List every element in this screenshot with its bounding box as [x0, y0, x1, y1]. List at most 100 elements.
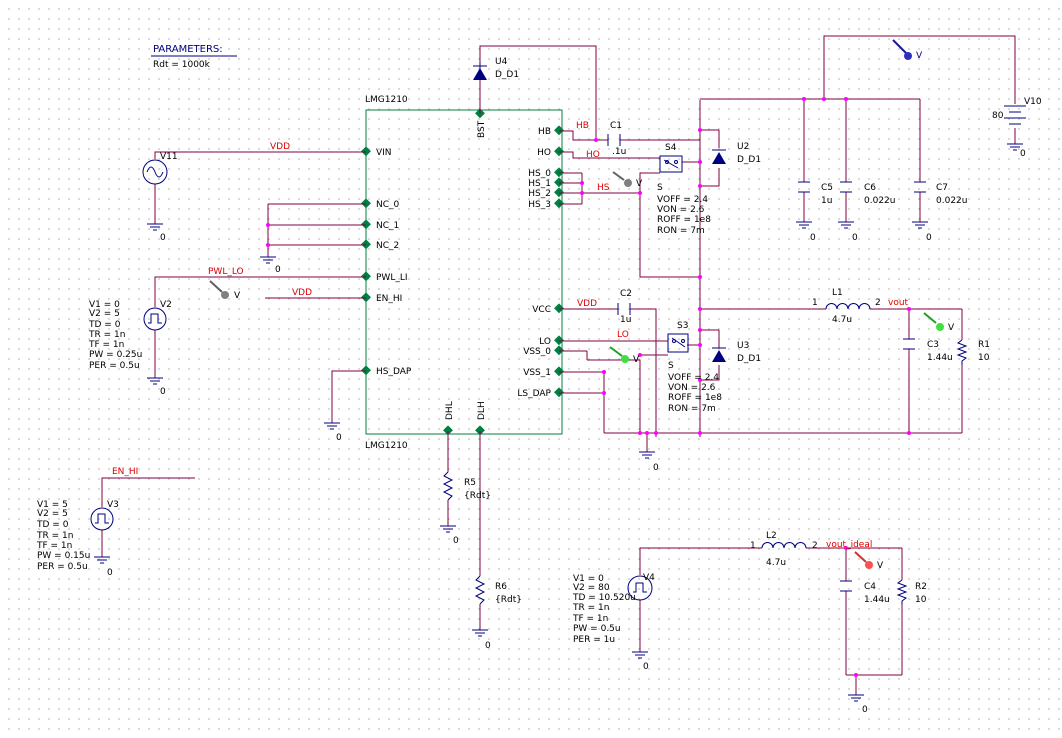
c6-val: 0.022u	[864, 196, 895, 206]
resistor-r5[interactable]: R5 {Rdt}	[442, 471, 491, 501]
gnd-label: 0	[275, 265, 281, 275]
net-hs: HS	[597, 183, 610, 193]
s3-p2: ROFF = 1e8	[668, 393, 722, 403]
c6-ref: C6	[864, 183, 876, 193]
gnd-label: 0	[485, 641, 491, 651]
v3-p2: TD = 0	[36, 520, 69, 530]
net-pwl-lo: PWL_LO	[208, 267, 244, 277]
v3-p5: PW = 0.15u	[37, 551, 90, 561]
v2-p2: TD = 0	[88, 320, 121, 330]
s4-p2: ROFF = 1e8	[657, 215, 711, 225]
v3-p3: TR = 1n	[36, 531, 73, 541]
source-v3[interactable]: V3 V1 = 5 V2 = 5 TD = 0 TR = 1n TF = 1n …	[36, 500, 119, 572]
l1-val: 4.7u	[832, 315, 852, 325]
net-vdd-vcc: VDD	[577, 299, 597, 309]
v4-p3: TR = 1n	[572, 603, 609, 613]
source-v4[interactable]: V4 V1 = 0 V2 = 80 TD = 10.520u TR = 1n T…	[572, 573, 655, 645]
pin-ho: HO	[537, 148, 551, 158]
u2-ref: U2	[737, 142, 749, 152]
pin-lo: LO	[539, 337, 551, 347]
source-v2[interactable]: V2 V1 = 0 V2 = 5 TD = 0 TR = 1n TF = 1n …	[88, 300, 172, 371]
probe-label: V	[877, 561, 884, 571]
s3-ref: S3	[677, 321, 688, 331]
pin-dhl: DHL	[445, 401, 455, 420]
diode-u4[interactable]: U4 D_D1	[473, 57, 519, 80]
diode-u2[interactable]: U2 D_D1	[712, 142, 761, 165]
v3-ref: V3	[107, 500, 119, 510]
v10-val: 80	[992, 111, 1004, 121]
r1-ref: R1	[978, 340, 990, 350]
pin-hs-dap: HS_DAP	[376, 367, 412, 377]
pin-nc0: NC_0	[376, 200, 400, 210]
resistor-r2[interactable]: R2 10	[896, 579, 927, 605]
junctions	[266, 97, 911, 677]
inductor-l1[interactable]: 1 2 L1 4.7u	[812, 288, 881, 325]
gnd-label: 0	[160, 387, 166, 397]
v2-p5: PW = 0.25u	[89, 350, 142, 360]
c4-val: 1.44u	[864, 595, 890, 605]
c2-ref: C2	[620, 289, 632, 299]
u3-ref: U3	[737, 341, 749, 351]
gnd-label: 0	[107, 568, 113, 578]
c3-ref: C3	[927, 340, 939, 350]
source-v10[interactable]: V10 80	[992, 97, 1042, 125]
v4-p5: PW = 0.5u	[573, 624, 621, 634]
l1-pin2: 2	[875, 298, 881, 308]
probe-gray-hs[interactable]: V	[612, 171, 643, 189]
net-vout: vout	[888, 298, 909, 308]
wires	[101, 35, 1016, 695]
capacitor-c6[interactable]: C6 0.022u	[840, 181, 895, 206]
capacitor-c5[interactable]: C5 1u	[798, 181, 833, 206]
gnd-label: 0	[453, 536, 459, 546]
r1-val: 10	[978, 353, 990, 363]
capacitor-c4[interactable]: C4 1.44u	[840, 580, 890, 605]
pin-bst: BST	[477, 120, 487, 138]
probe-green-vout[interactable]: V	[923, 312, 955, 333]
c5-val: 1u	[821, 196, 832, 206]
pin-hs1: HS_1	[528, 179, 551, 189]
s3-type: S	[668, 361, 674, 371]
switch-s3[interactable]: S3 S VOFF = 2.4 VON = 2.6 ROFF = 1e8 RON…	[667, 321, 722, 414]
probe-green-lo[interactable]: V	[609, 346, 640, 365]
l2-ref: L2	[766, 531, 777, 541]
probe-blue-v10[interactable]: V	[892, 39, 923, 61]
ic-lmg1210[interactable]: LMG1210 LMG1210 VIN NC_0 NC_1 NC_2 PWL_L…	[361, 95, 564, 451]
l1-pin1: 1	[812, 298, 818, 308]
switch-s4[interactable]: S4 S VOFF = 2.4 VON = 2.6 ROFF = 1e8 RON…	[657, 143, 711, 236]
probe-label: V	[948, 323, 955, 333]
probe-red-vout-ideal[interactable]: V	[854, 551, 884, 571]
v4-p2: TD = 10.520u	[572, 593, 636, 603]
net-ho: HO	[586, 150, 600, 160]
resistor-r6[interactable]: R6 {Rdt}	[474, 575, 522, 605]
v3-p1: V2 = 5	[37, 509, 68, 519]
gnd-label: 0	[862, 705, 868, 715]
v3-p0: V1 = 5	[37, 500, 68, 510]
pin-ls-dap: LS_DAP	[517, 389, 551, 399]
pin-vcc: VCC	[532, 305, 551, 315]
capacitor-c3[interactable]: C3 1.44u	[903, 338, 953, 363]
l2-pin2: 2	[812, 541, 818, 551]
diode-u3[interactable]: U3 D_D1	[712, 341, 761, 364]
source-v11[interactable]: V11	[142, 152, 178, 185]
resistor-r1[interactable]: R1 10	[956, 339, 990, 365]
r2-ref: R2	[915, 582, 927, 592]
pin-vss0: VSS_0	[523, 347, 551, 357]
inductor-l2[interactable]: 1 2 L2 4.7u	[750, 531, 818, 568]
capacitor-c2[interactable]: C2 1u	[617, 289, 632, 325]
v2-p0: V1 = 0	[89, 300, 120, 310]
gnd-label: 0	[810, 233, 816, 243]
probe-label: V	[633, 355, 640, 365]
l1-ref: L1	[832, 288, 843, 298]
s3-p3: RON = 7m	[668, 404, 716, 414]
capacitor-c7[interactable]: C7 0.022u	[914, 181, 967, 206]
c1-ref: C1	[610, 121, 622, 131]
gnd-label: 0	[160, 233, 166, 243]
probe-gray-pwl[interactable]: V	[209, 280, 241, 301]
v2-p3: TR = 1n	[88, 330, 125, 340]
gnd-label: 0	[653, 463, 659, 473]
capacitor-c1[interactable]: C1 .1u	[607, 121, 626, 157]
v4-p0: V1 = 0	[573, 574, 604, 584]
v2-p1: V2 = 5	[89, 309, 120, 319]
